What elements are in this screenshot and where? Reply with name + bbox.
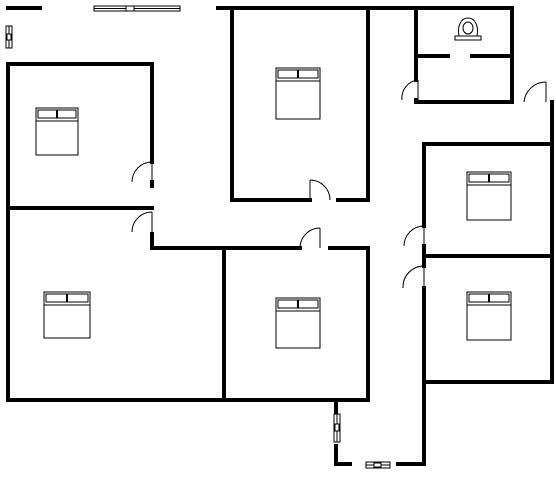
door-swing-icon [403,225,425,247]
window-icon [93,5,181,12]
bed-icon [466,291,512,341]
bed-icon [275,67,321,120]
door-swing-icon [523,81,547,103]
toilet-icon [454,17,482,41]
doors [131,79,547,289]
window-icon [5,25,13,49]
walls [6,6,554,466]
door-swing-icon [309,179,331,201]
window-icon [365,461,391,469]
door-swing-icon [131,211,153,233]
door-swing-icon [131,161,153,183]
bed-icon [275,297,321,349]
door-swing-icon [402,265,425,289]
door-swing-icon [401,79,419,101]
bed-icon [466,171,512,221]
windows [5,5,391,469]
door-swing-icon [299,227,321,249]
furniture [35,17,512,349]
bed-icon [43,291,91,339]
window-icon [333,413,341,443]
bed-icon [35,107,79,156]
